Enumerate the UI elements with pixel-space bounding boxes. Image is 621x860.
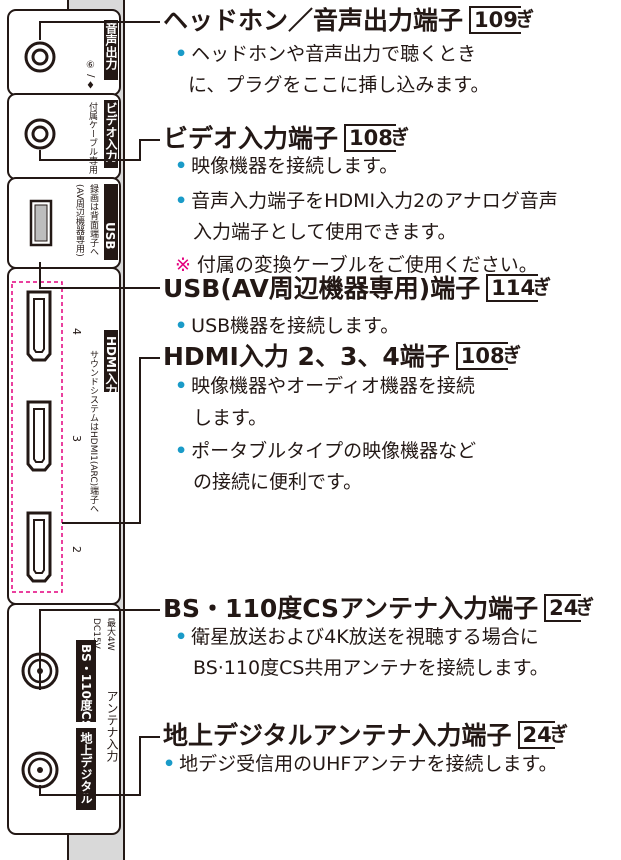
hdmi-bullet-1-cont: します。 [193, 407, 268, 429]
video-title: ビデオ入力端子 [163, 124, 339, 153]
bullet-text: USB機器を接続します。 [191, 315, 400, 337]
panel-bs-power1: DC15V [91, 618, 101, 649]
terminal-panel-drawing [7, 0, 125, 860]
panel-headphone-label: 音声出力 [104, 22, 118, 70]
bullet-text: 映像機器を接続します。 [191, 155, 399, 177]
bullet-dot-icon: • [175, 440, 188, 462]
page-ref-suffix: ぎ [502, 343, 521, 367]
page-ref-suffix: ぎ [549, 722, 568, 746]
page-ref-suffix: ぎ [390, 125, 409, 149]
hdmi-port-3-icon [26, 400, 52, 472]
terrestrial-bullet-1: •地デジ受信用のUHFアンテナを接続します。 [163, 748, 558, 781]
video-note: ※付属の変換ケーブルをご使用ください。 [175, 249, 538, 282]
bullet-text: 音声入力端子をHDMI入力2のアナログ音声 [191, 190, 558, 212]
hdmi-bullet-2: •ポータブルタイプの映像機器など [175, 435, 476, 468]
headphone-title: ヘッドホン／音声出力端子 [163, 6, 464, 35]
panel-terrestrial-label: 地上デジタル [79, 732, 93, 804]
panel-hdmi-label: HDMI入力 [104, 336, 118, 397]
panel-antenna-label: アンテナ入力 [105, 690, 119, 762]
panel-usb-sub1: (AV周辺機器専用) [74, 184, 84, 257]
hdmi-title: HDMI入力 2、3、4端子 [163, 342, 450, 371]
terminal-panel: 音声出力 ⑥ / ♦ ビデオ入力 付属ケーブル専用 (AV周辺機器専用) 録画は… [0, 0, 130, 860]
hdmi-port-4-icon [26, 290, 52, 362]
usb-bullet-1: •USB機器を接続します。 [175, 310, 399, 343]
page-ref-suffix: ぎ [533, 275, 552, 299]
bullet-text: ポータブルタイプの映像機器など [191, 440, 477, 462]
page-ref-suffix: ぎ [576, 595, 595, 619]
video-bullet-1: •映像機器を接続します。 [175, 150, 398, 183]
panel-usb-label: USB [103, 222, 117, 250]
bullet-dot-icon: • [175, 375, 188, 397]
page-ref-number: 108 [349, 126, 393, 150]
headphone-bullet-1-cont: に、プラグをここに挿し込みます。 [188, 74, 490, 96]
page-ref-suffix: ぎ [515, 7, 534, 31]
note-text: 付属の変換ケーブルをご使用ください。 [196, 254, 538, 276]
video-bullet-2: •音声入力端子をHDMI入力2のアナログ音声 [175, 185, 558, 218]
bullet-dot-icon: • [175, 626, 188, 648]
page-ref-number: 108 [460, 344, 505, 368]
note-mark: ※ [175, 254, 191, 276]
panel-video-sub: 付属ケーブル専用 [87, 102, 97, 174]
bullet-dot-icon: • [175, 190, 188, 212]
panel-video-label: ビデオ入力 [104, 102, 118, 162]
hdmi-dashed-frame [11, 281, 63, 593]
panel-usb-sub2: 録画は背面端子へ [88, 184, 98, 256]
page-ref-number: 24 [522, 723, 552, 747]
video-bullet-2-cont: 入力端子として使用できます。 [193, 221, 457, 243]
panel-headphone-sub: ⑥ / ♦ [85, 60, 96, 92]
bs-title: BS・110度CSアンテナ入力端子 [163, 594, 539, 623]
bullet-text: 映像機器やオーディオ機器を接続 [191, 375, 475, 397]
bs-bullet-1: •衛星放送および4K放送を視聴する場合に [175, 621, 539, 654]
page-ref-number: 114 [491, 276, 536, 300]
terrestrial-antenna-connector-icon [21, 751, 59, 789]
panel-bs-power2: 最大4W [105, 618, 115, 651]
bullet-dot-icon: • [163, 753, 176, 775]
panel-hdmi-sub: サウンドシステムはHDMI1(ARC)端子へ [88, 350, 98, 514]
terrestrial-title: 地上デジタルアンテナ入力端子 [163, 721, 512, 750]
headphone-bullet-1: •ヘッドホンや音声出力で聴くとき [175, 38, 476, 71]
panel-bs-label: BS・110度CS [79, 644, 93, 729]
bullet-text: 衛星放送および4K放送を視聴する場合に [191, 626, 539, 648]
bs-bullet-1-cont: BS·110度CS共用アンテナを接続します。 [193, 657, 549, 679]
hdmi-bullet-2-cont: の接続に便利です。 [193, 471, 363, 493]
hdmi-bullet-1: •映像機器やオーディオ機器を接続 [175, 370, 475, 403]
usb-title: USB(AV周辺機器専用)端子 [163, 274, 481, 303]
bullet-dot-icon: • [175, 155, 188, 177]
bullet-dot-icon: • [175, 315, 188, 337]
hdmi-port-2-icon [26, 511, 52, 583]
bullet-dot-icon: • [175, 43, 188, 65]
page-ref-number: 24 [549, 596, 579, 620]
page-ref-number: 109 [474, 8, 518, 32]
bullet-text: ヘッドホンや音声出力で聴くとき [191, 43, 477, 65]
bullet-text: 地デジ受信用のUHFアンテナを接続します。 [179, 753, 558, 775]
